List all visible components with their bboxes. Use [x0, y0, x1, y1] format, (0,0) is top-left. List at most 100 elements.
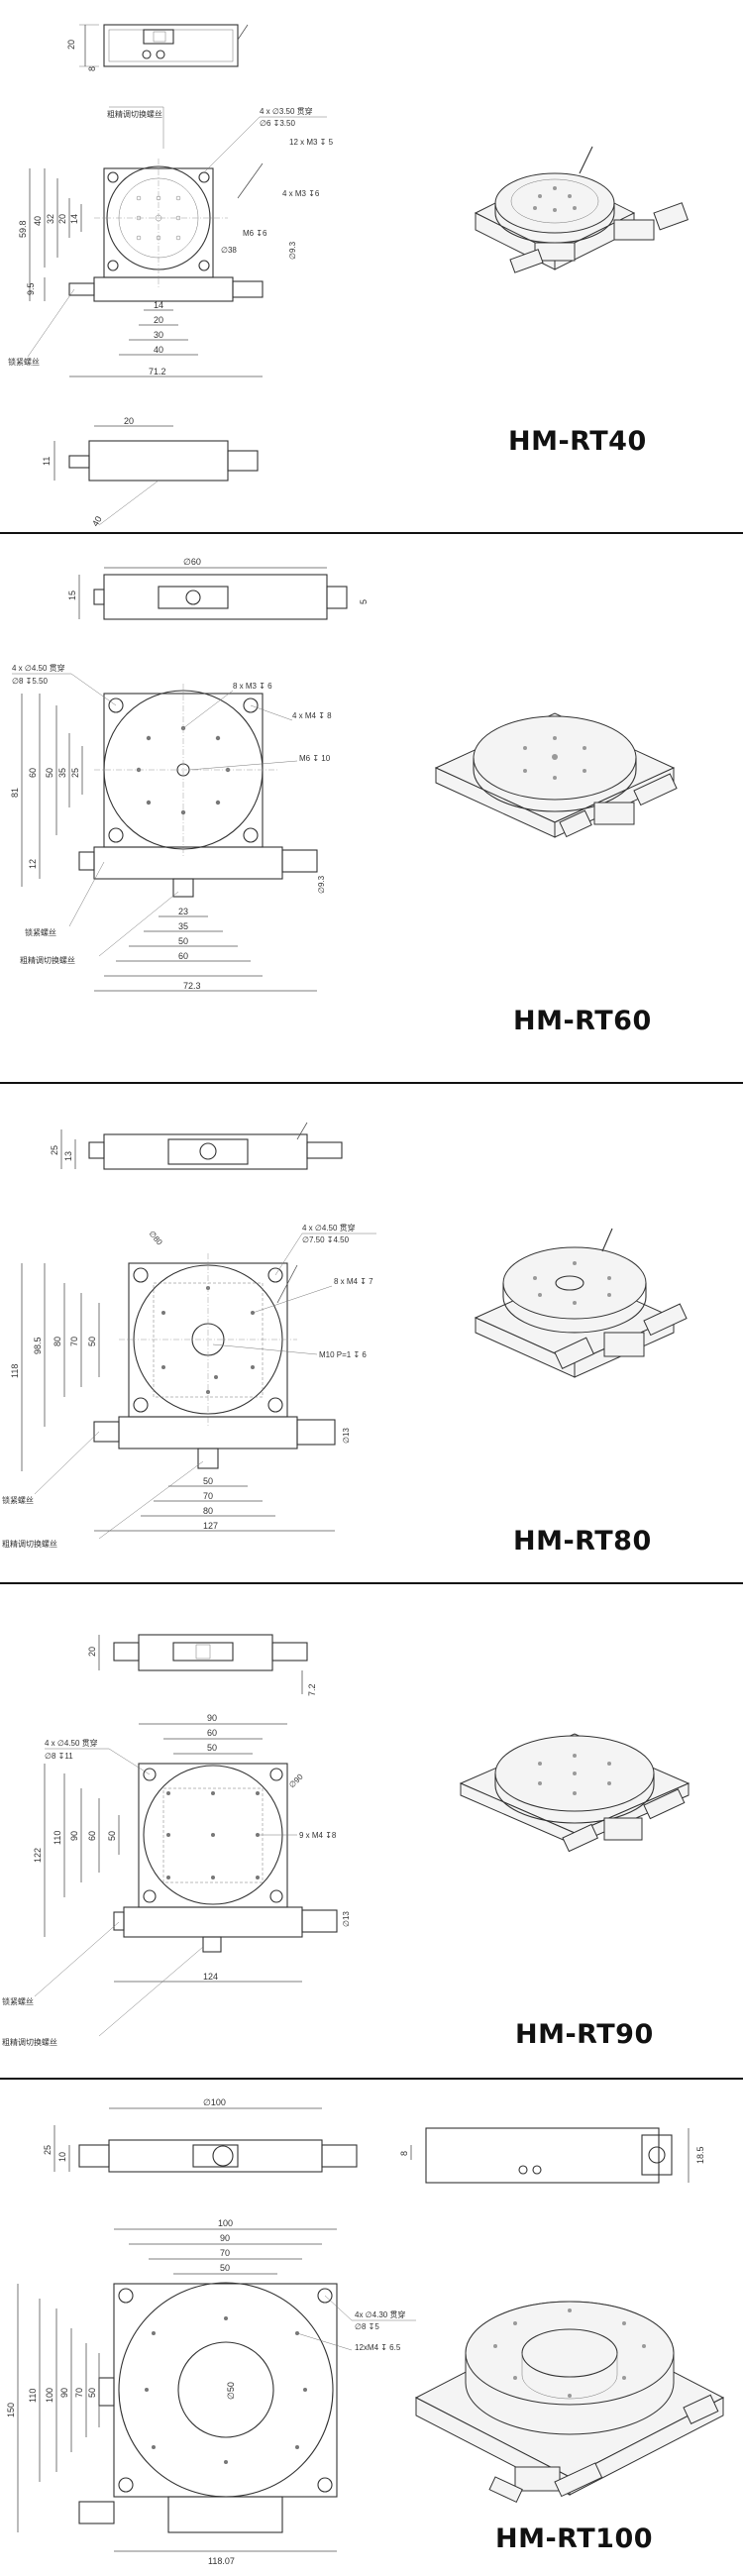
callout-dia13: ∅13: [342, 1911, 351, 1927]
dim-front-118-07: 118.07: [208, 2556, 235, 2566]
dim-front-9-5: 9.5: [26, 282, 36, 295]
dim-front-118: 118: [10, 1364, 20, 1378]
iso-view-hm-rt80: [474, 1228, 688, 1378]
label-switch-screw: 粗精调切换螺丝: [107, 109, 162, 119]
callout-dia9-3: ∅9.3: [317, 875, 326, 894]
section-divider: [0, 1582, 743, 1584]
callout-4x-thru: 4 x ∅4.50 贯穿: [45, 1738, 98, 1748]
dim-front-20: 20: [57, 214, 67, 224]
section-hm-rt90: 20 7.2 90 60 50 122 110 90 60 50: [0, 1585, 743, 2076]
dim-side-8: 8: [399, 2151, 409, 2156]
callout-cbore: ∅8 ↧5: [355, 2322, 379, 2331]
dim-front-70b: 70: [74, 2388, 84, 2398]
dim-top-8: 8: [87, 66, 97, 71]
dim-front-70: 70: [69, 1337, 79, 1346]
dim-front-14: 14: [69, 214, 79, 224]
callout-12x-m3: 12 x M3 ↧ 5: [289, 138, 334, 147]
section-hm-rt100: ∅100 25 10 8 18.5: [0, 2081, 743, 2576]
dim-front-80: 80: [53, 1337, 62, 1346]
dim-front-35: 35: [57, 768, 67, 778]
callout-12x-m4: 12xM4 ↧ 6.5: [355, 2343, 401, 2352]
dim-front-32: 32: [46, 214, 55, 224]
drawing-hm-rt60: ∅60 15 5 81 60 50 35 25: [10, 557, 678, 992]
callout-cbore: ∅8 ↧5.50: [12, 677, 48, 686]
callout-m10: M10 P=1 ↧ 6: [319, 1350, 367, 1359]
dim-top-dia60: ∅60: [183, 557, 201, 567]
model-title: HM-RT60: [513, 1006, 652, 1036]
dim-front-50b: 50: [107, 1831, 117, 1841]
callout-dia38: ∅38: [221, 246, 237, 255]
callout-4x-thru: 4x ∅4.30 贯穿: [355, 2309, 405, 2319]
callout-dia90: ∅90: [287, 1771, 305, 1789]
callout-4x-m4: 4 x M4 ↧ 8: [292, 711, 332, 720]
drawing-hm-rt100: ∅100 25 10 8 18.5: [6, 2097, 725, 2566]
callout-cbore: ∅6 ↧3.50: [260, 119, 295, 128]
iso-view-hm-rt40: [474, 146, 689, 273]
section-divider: [0, 2078, 743, 2080]
dim-front-90: 90: [207, 1713, 217, 1723]
dim-front-59-8: 59.8: [18, 220, 28, 238]
dim-side-11: 11: [42, 457, 52, 466]
dim-front-124: 124: [203, 1972, 218, 1982]
dim-front-81: 81: [10, 788, 20, 798]
dim-front-23: 23: [178, 907, 188, 916]
dim-top-25: 25: [43, 2145, 53, 2155]
label-lock-screw: 锁紧螺丝: [25, 927, 56, 937]
dim-top-13: 13: [63, 1151, 73, 1161]
drawing-hm-rt90: 20 7.2 90 60 50 122 110 90 60 50: [2, 1634, 690, 2047]
label-switch-screw: 粗精调切换螺丝: [20, 955, 75, 965]
dim-front-50: 50: [207, 1743, 217, 1753]
callout-cbore: ∅7.50 ↧4.50: [302, 1235, 350, 1244]
dim-front-40: 40: [33, 216, 43, 226]
section-hm-rt80: 25 13 118 98.5 80 70 50: [0, 1085, 743, 1580]
section-hm-rt60: ∅60 15 5 81 60 50 35 25: [0, 535, 743, 1080]
dim-front-60: 60: [207, 1728, 217, 1738]
label-lock-screw: 锁紧螺丝: [8, 357, 40, 367]
dim-top-7-2: 7.2: [307, 1683, 317, 1696]
drawing-hm-rt40: 20 8 59.8 40 32 20 14 9.5: [8, 24, 689, 528]
callout-4x-thru: 4 x ∅4.50 贯穿: [12, 663, 65, 673]
dim-front-60: 60: [28, 768, 38, 778]
dim-front-71-2: 71.2: [149, 367, 166, 376]
callout-dia13: ∅13: [342, 1428, 351, 1444]
section-divider: [0, 1082, 743, 1084]
model-title: HM-RT100: [495, 2523, 654, 2554]
dim-front-50: 50: [87, 1337, 97, 1346]
dim-front-110: 110: [28, 2389, 38, 2403]
callout-4x-m3: 4 x M3 ↧6: [282, 189, 320, 198]
dim-side-18-5: 18.5: [695, 2146, 705, 2164]
dim-front-122: 122: [33, 1848, 43, 1863]
model-title: HM-RT90: [515, 2019, 654, 2050]
dim-front-72-3: 72.3: [183, 981, 201, 991]
dim-front-50: 50: [45, 768, 54, 778]
label-switch-screw: 粗精调切换螺丝: [2, 1539, 57, 1549]
callout-8x-m3: 8 x M3 ↧ 6: [233, 682, 272, 691]
dim-top-25: 25: [50, 1145, 59, 1155]
callout-m6: M6 ↧6: [243, 229, 267, 238]
dim-front-20b: 20: [154, 315, 163, 325]
dim-front-50b: 50: [203, 1476, 213, 1486]
dim-front-90b: 90: [59, 2388, 69, 2398]
dim-front-30: 30: [154, 330, 163, 340]
dim-front-14b: 14: [154, 300, 163, 310]
dim-front-35b: 35: [178, 921, 188, 931]
dim-front-50b: 50: [87, 2388, 97, 2398]
callout-4x-thru: 4 x ∅4.50 贯穿: [302, 1223, 356, 1233]
callout-8x-m4: 8 x M4 ↧ 7: [334, 1277, 373, 1286]
section-divider: [0, 532, 743, 534]
dim-front-100b: 100: [45, 2388, 54, 2403]
dim-front-70: 70: [220, 2248, 230, 2258]
iso-view-hm-rt60: [434, 712, 678, 838]
dim-front-90b: 90: [69, 1831, 79, 1841]
callout-cbore: ∅8 ↧11: [45, 1752, 73, 1761]
dim-front-25: 25: [70, 768, 80, 778]
dim-front-40b: 40: [154, 345, 163, 355]
label-lock-screw: 锁紧螺丝: [2, 1996, 34, 2006]
dim-front-80b: 80: [203, 1506, 213, 1516]
iso-view-hm-rt90: [459, 1733, 690, 1853]
dim-front-100: 100: [218, 2218, 233, 2228]
dim-front-127: 127: [203, 1521, 218, 1531]
callout-4x-thru: 4 x ∅3.50 贯穿: [260, 106, 313, 116]
dim-top-10: 10: [57, 2152, 67, 2162]
dim-top-20: 20: [66, 40, 76, 50]
